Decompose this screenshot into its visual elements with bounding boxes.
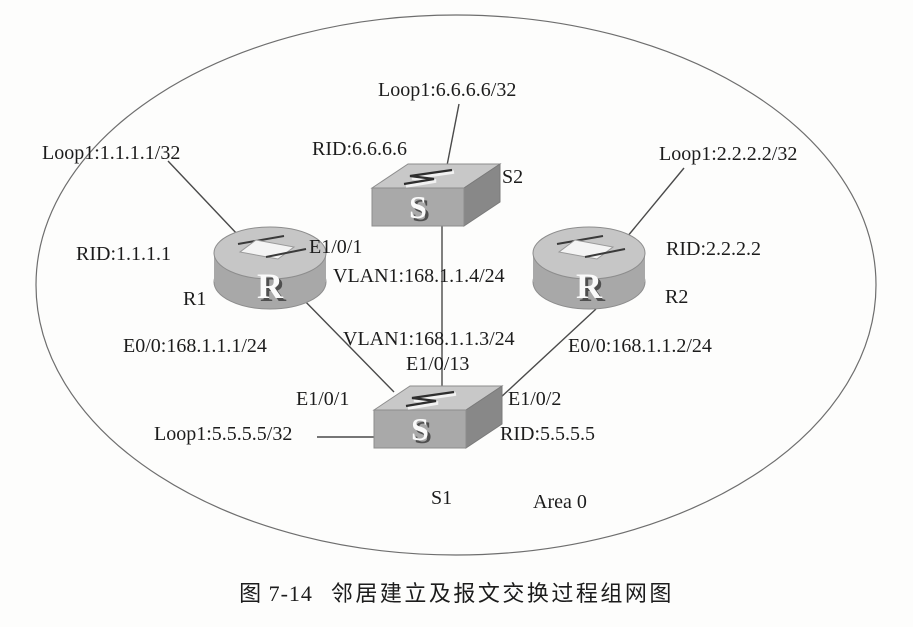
router-r2-letter: R xyxy=(576,266,603,306)
switch-s1-letter: S xyxy=(411,411,429,447)
r1-name-label: R1 xyxy=(183,288,207,310)
figure-caption: 图 7-14 邻居建立及报文交换过程组网图 xyxy=(0,576,913,608)
switch-s1-letter-shadow: S xyxy=(414,414,432,450)
s2-name-label: S2 xyxy=(502,166,524,188)
router-r1-icon: R R xyxy=(213,226,327,310)
r2-loopback-label: Loop1:2.2.2.2/32 xyxy=(659,143,798,165)
figure-number: 图 7-14 xyxy=(239,581,313,606)
router-top-arrows-icon xyxy=(237,235,307,260)
switch-s2-letter: S xyxy=(409,189,427,225)
router-r2-icon: R R xyxy=(532,226,646,310)
r1-loopback-label: Loop1:1.1.1.1/32 xyxy=(42,142,181,164)
switch-s1-icon: S S xyxy=(372,385,504,450)
r1-interface-label: E0/0:168.1.1.1/24 xyxy=(123,335,267,357)
diagram-canvas: R R R R xyxy=(35,14,877,556)
router-r1-letter-shadow: R xyxy=(260,269,287,309)
s1-vlan-label: VLAN1:168.1.1.3/24 xyxy=(343,328,515,350)
switch-s2-icon: S S xyxy=(370,163,502,228)
link-loopback-r1 xyxy=(167,160,239,236)
s2-loopback-label: Loop1:6.6.6.6/32 xyxy=(378,79,517,101)
switch-sigma-icon xyxy=(405,390,457,410)
link-r1-s1 xyxy=(297,293,395,393)
link-r2-s1 xyxy=(498,308,597,400)
switch-sigma-icon xyxy=(403,168,455,188)
r2-interface-label: E0/0:168.1.1.2/24 xyxy=(568,335,712,357)
s1-name-label: S1 xyxy=(431,487,453,509)
r1-rid-label: RID:1.1.1.1 xyxy=(76,243,171,265)
s2-vlan-label: VLAN1:168.1.1.4/24 xyxy=(333,265,505,287)
s2-rid-label: RID:6.6.6.6 xyxy=(312,138,407,160)
s1-port-s2-label: E1/0/13 xyxy=(406,353,470,375)
figure-title: 邻居建立及报文交换过程组网图 xyxy=(330,581,674,606)
router-r1-letter: R xyxy=(257,266,284,306)
s1-rid-label: RID:5.5.5.5 xyxy=(500,423,595,445)
s2-port-label: E1/0/1 xyxy=(309,236,363,258)
area0-label: Area 0 xyxy=(533,491,587,513)
s1-port-r2-label: E1/0/2 xyxy=(508,388,562,410)
router-top-arrows-icon xyxy=(556,235,626,260)
area0-boundary-ellipse xyxy=(35,14,877,556)
s1-port-r1-label: E1/0/1 xyxy=(296,388,350,410)
topology-diagram: R R R R xyxy=(35,14,877,556)
r2-name-label: R2 xyxy=(665,286,689,308)
switch-s2-letter-shadow: S xyxy=(412,192,430,228)
link-loopback-r2 xyxy=(626,167,685,238)
r2-rid-label: RID:2.2.2.2 xyxy=(666,238,761,260)
s1-loopback-label: Loop1:5.5.5.5/32 xyxy=(154,423,293,445)
router-r2-letter-shadow: R xyxy=(579,269,606,309)
